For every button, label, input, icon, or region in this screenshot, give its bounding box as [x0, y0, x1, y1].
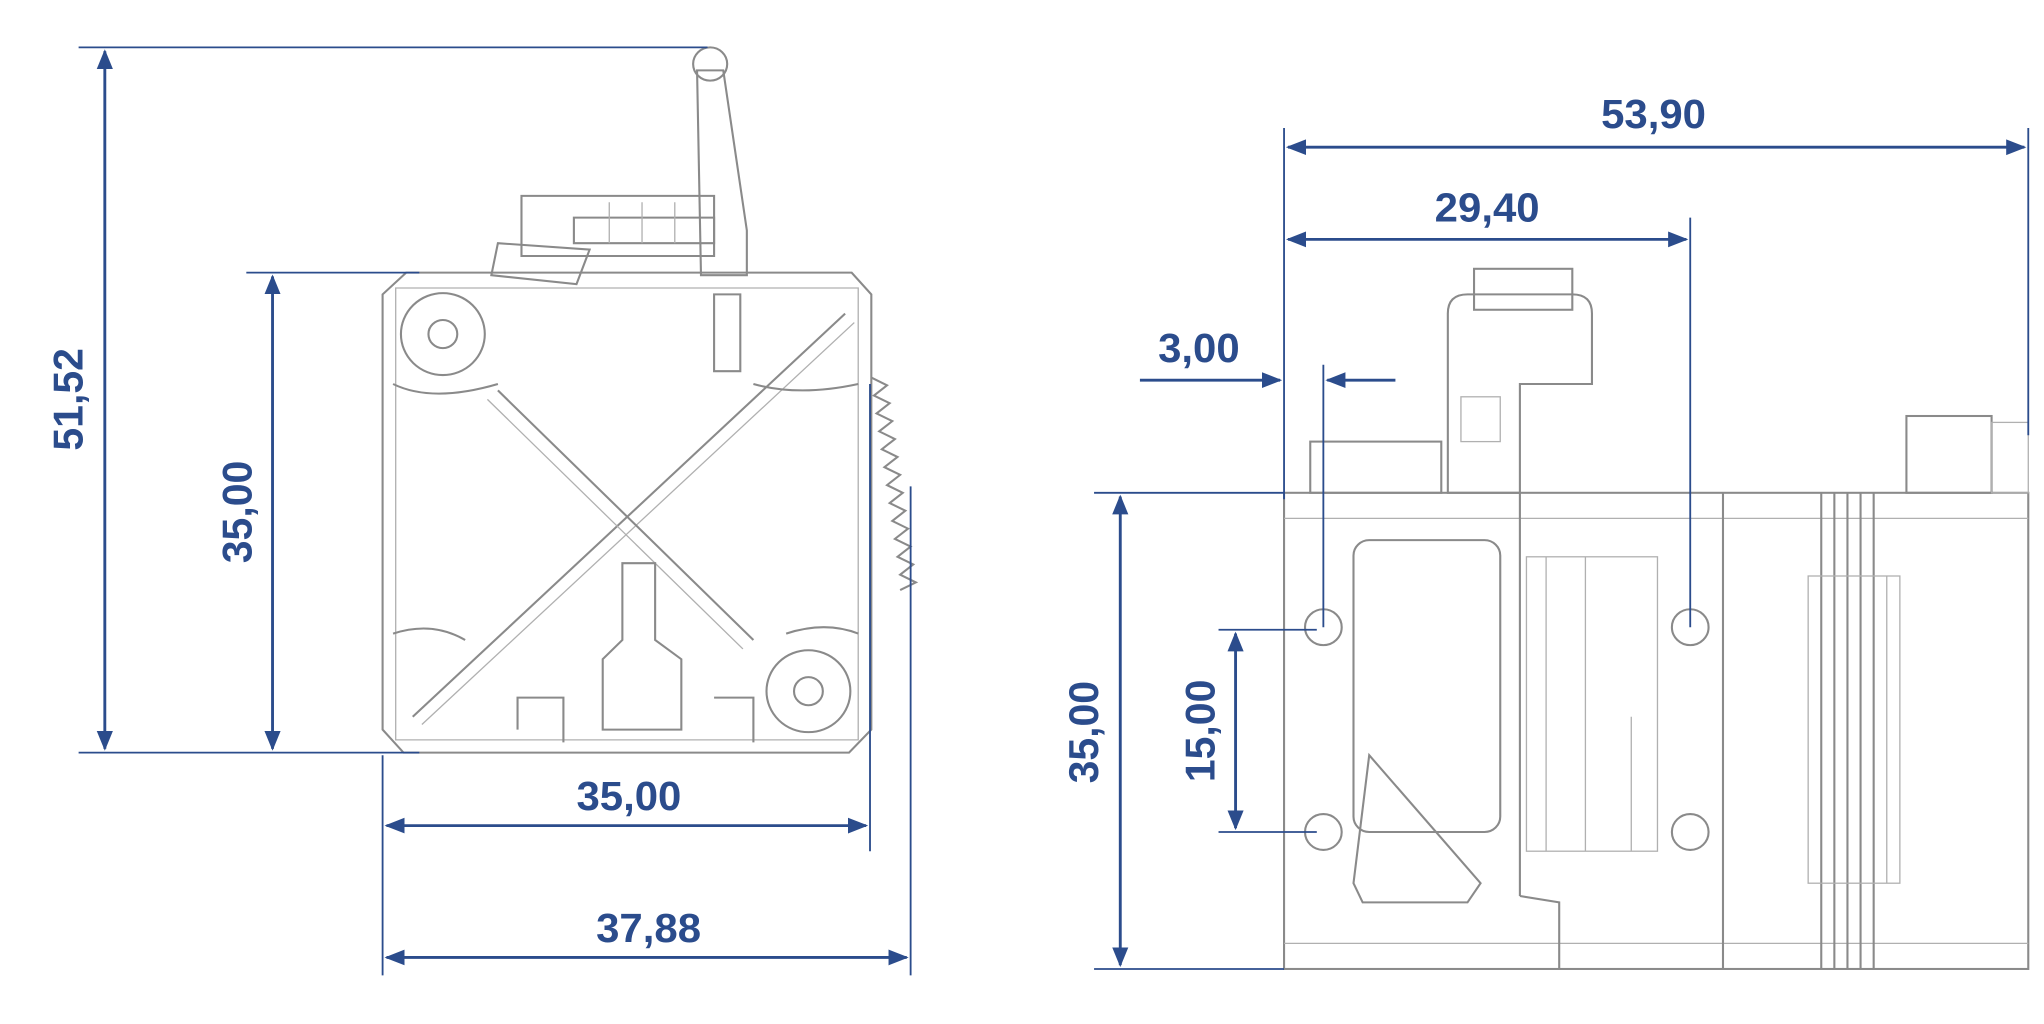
dimension-hole-offset: 3,00	[1139, 325, 1396, 628]
dimension-body-height: 35,00	[213, 271, 420, 751]
dimension-hole-spacing-y: 15,00	[1176, 628, 1317, 833]
filament-lever	[490, 46, 748, 286]
mount-hole	[765, 649, 852, 734]
dimension-overall-height: 51,52	[44, 46, 708, 754]
dimension-side-body-height: 35,00	[1060, 491, 1285, 970]
overall-height-label: 51,52	[44, 348, 92, 450]
hole-spacing-x-label: 29,40	[1435, 184, 1540, 230]
body-width-label: 35,00	[576, 773, 681, 819]
overall-length-label: 53,90	[1601, 90, 1706, 136]
front-view: 51,52 35,00 35,00 37,88	[44, 46, 919, 976]
gear-teeth	[870, 376, 919, 591]
mount-hole	[399, 292, 486, 377]
dimension-overall-length: 53,90	[1283, 90, 2030, 500]
hole-spacing-y-label: 15,00	[1176, 680, 1224, 782]
dimension-overall-width: 37,88	[384, 486, 912, 976]
side-view-top-parts	[1309, 267, 2029, 494]
dimension-body-width: 35,00	[381, 384, 871, 976]
body-height-label: 35,00	[213, 461, 261, 563]
hole-offset-label: 3,00	[1158, 325, 1240, 371]
side-view-body	[1283, 491, 2030, 970]
overall-width-label: 37,88	[596, 905, 701, 951]
front-view-body	[381, 271, 873, 754]
side-body-height-label: 35,00	[1060, 681, 1108, 783]
dimension-hole-spacing-x: 29,40	[1285, 184, 1692, 628]
side-view: 53,90 29,40 3,00 35,00 15,00	[1060, 90, 2030, 970]
side-mount-hole	[1670, 813, 1710, 851]
